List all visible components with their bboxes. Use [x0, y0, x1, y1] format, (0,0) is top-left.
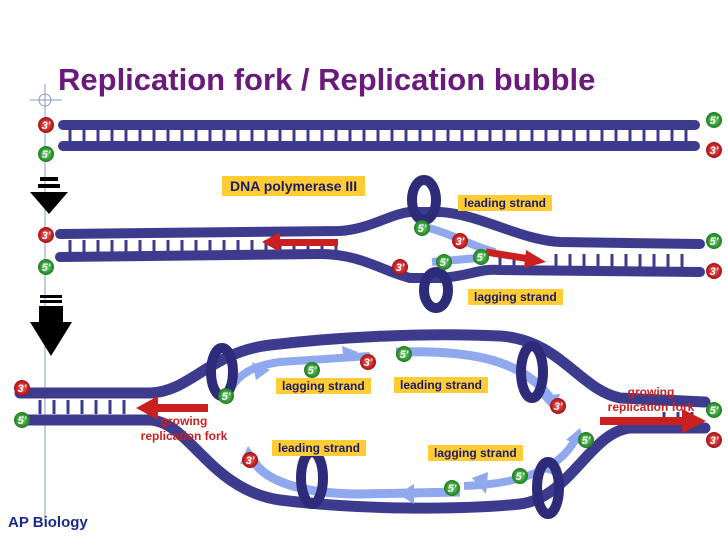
parental-bottom-strand — [58, 141, 700, 151]
badge-three-prime: 3' — [360, 354, 376, 370]
bubble-new-lower-leading — [247, 455, 461, 499]
badge-three-prime: 3' — [392, 259, 408, 275]
svg-text:5': 5' — [308, 365, 317, 377]
bubble-red-arrow-right — [600, 409, 706, 433]
badge-three-prime: 3' — [14, 380, 30, 396]
svg-text:5': 5' — [448, 483, 457, 495]
bubble-lagging-strand-label-lower: lagging strand — [428, 445, 523, 461]
end-badges: 3' 5' 5' 3' 3' 5' 5' 3' 5' 3' 5' 5' 3' 3… — [14, 112, 722, 496]
bubble-polymerase-lower-right — [532, 457, 564, 519]
badge-three-prime: 3' — [242, 452, 258, 468]
badge-three-prime: 3' — [706, 142, 722, 158]
bubble-polymerase-upper-right — [516, 341, 548, 403]
badge-three-prime: 3' — [706, 263, 722, 279]
bubble-polymerase-lower-left — [296, 447, 328, 509]
svg-text:3': 3' — [456, 236, 465, 248]
bubble-leading-strand-label-upper: leading strand — [394, 377, 489, 393]
badge-five-prime: 5' — [218, 388, 234, 404]
badge-three-prime: 3' — [452, 233, 468, 249]
bubble-lagging-strand-label-upper: lagging strand — [276, 378, 371, 394]
slide-title: Replication fork / Replication bubble — [58, 62, 596, 97]
badge-five-prime: 5' — [706, 402, 722, 418]
badge-three-prime: 3' — [550, 398, 566, 414]
fork-red-arrow-right — [485, 248, 546, 268]
fork-upper-strand — [55, 207, 705, 249]
badge-five-prime: 5' — [436, 254, 452, 270]
svg-text:5': 5' — [42, 262, 51, 274]
bubble-leading-strand-label-lower: leading strand — [272, 440, 367, 456]
svg-text:5': 5' — [710, 115, 719, 127]
badge-five-prime: 5' — [414, 220, 430, 236]
badge-five-prime: 5' — [444, 480, 460, 496]
badge-five-prime: 5' — [38, 259, 54, 275]
fork-lagging-strand-label: lagging strand — [468, 289, 563, 305]
badge-five-prime: 5' — [14, 412, 30, 428]
svg-text:5': 5' — [400, 349, 409, 361]
badge-three-prime: 3' — [38, 117, 54, 133]
badge-five-prime: 5' — [473, 249, 489, 265]
svg-text:5': 5' — [18, 415, 27, 427]
parental-dna — [58, 120, 700, 151]
badge-five-prime: 5' — [396, 346, 412, 362]
fork-polymerase-bottom — [419, 267, 453, 313]
svg-text:5': 5' — [710, 405, 719, 417]
svg-text:3': 3' — [42, 120, 51, 132]
badge-five-prime: 5' — [706, 112, 722, 128]
dna-polymerase-label: DNA polymerase III — [222, 176, 366, 196]
footer-course-label: AP Biology — [8, 514, 88, 531]
growing-fork-label-left: growing replication fork — [140, 414, 228, 443]
fork-leading-strand-label: leading strand — [458, 195, 553, 211]
badge-five-prime: 5' — [304, 362, 320, 378]
svg-text:5': 5' — [42, 149, 51, 161]
svg-text:3': 3' — [710, 145, 719, 157]
badge-five-prime: 5' — [706, 233, 722, 249]
svg-text:3': 3' — [396, 262, 405, 274]
svg-text:3': 3' — [18, 383, 27, 395]
fork-polymerase-top — [407, 175, 441, 225]
svg-text:5': 5' — [222, 391, 231, 403]
parental-base-pairs — [68, 128, 688, 142]
svg-text:5': 5' — [440, 257, 449, 269]
step-arrow-2 — [30, 295, 72, 356]
svg-text:5': 5' — [516, 471, 525, 483]
badge-three-prime: 3' — [38, 227, 54, 243]
svg-text:3': 3' — [42, 230, 51, 242]
svg-text:5': 5' — [477, 252, 486, 264]
svg-text:3': 3' — [710, 435, 719, 447]
fork-lower-strand — [55, 248, 705, 283]
badge-five-prime: 5' — [578, 432, 594, 448]
growing-fork-label-right: growing replication fork — [607, 385, 695, 414]
fork-red-arrow-left — [262, 232, 338, 252]
badge-three-prime: 3' — [706, 432, 722, 448]
bubble-red-arrow-left — [136, 396, 208, 420]
bubble-upper-strand — [14, 329, 711, 408]
svg-text:3': 3' — [710, 266, 719, 278]
replication-fork — [55, 175, 705, 313]
parental-top-strand — [58, 120, 700, 130]
svg-text:3': 3' — [246, 455, 255, 467]
svg-text:5': 5' — [582, 435, 591, 447]
svg-text:5': 5' — [418, 223, 427, 235]
svg-text:3': 3' — [364, 357, 373, 369]
badge-five-prime: 5' — [38, 146, 54, 162]
bubble-lower-strand — [14, 414, 711, 514]
badge-five-prime: 5' — [512, 468, 528, 484]
svg-text:5': 5' — [710, 236, 719, 248]
svg-text:3': 3' — [554, 401, 563, 413]
step-arrow-1 — [30, 177, 68, 214]
